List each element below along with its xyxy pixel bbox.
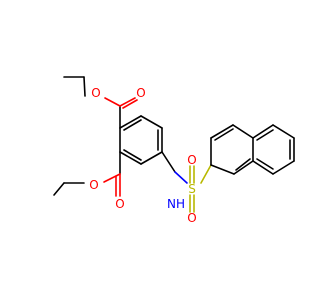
nh-label: NH — [167, 197, 185, 211]
bottom-ester-carbonyl-oxygen-label: O — [115, 197, 124, 211]
top-ester-single-oxygen-label: O — [91, 86, 100, 100]
sulfonamide-group: NH S O O — [161, 151, 212, 225]
naphthalene-ring-system — [210, 124, 295, 175]
bottom-ester-single-oxygen-label: O — [89, 178, 98, 192]
bottom-ester-group: O O — [53, 151, 125, 211]
sulfonyl-top-oxygen-label: O — [187, 153, 196, 167]
central-benzene-ring — [119, 115, 163, 165]
molecule-structure: O O O O NH S O O — [53, 76, 295, 225]
sulfonyl-bottom-oxygen-label: O — [187, 211, 196, 225]
molecule-canvas: O O O O NH S O O — [53, 76, 295, 225]
sulfur-label: S — [188, 182, 196, 196]
top-ester-carbonyl-oxygen-label: O — [136, 86, 145, 100]
top-ester-group: O O — [63, 76, 146, 129]
